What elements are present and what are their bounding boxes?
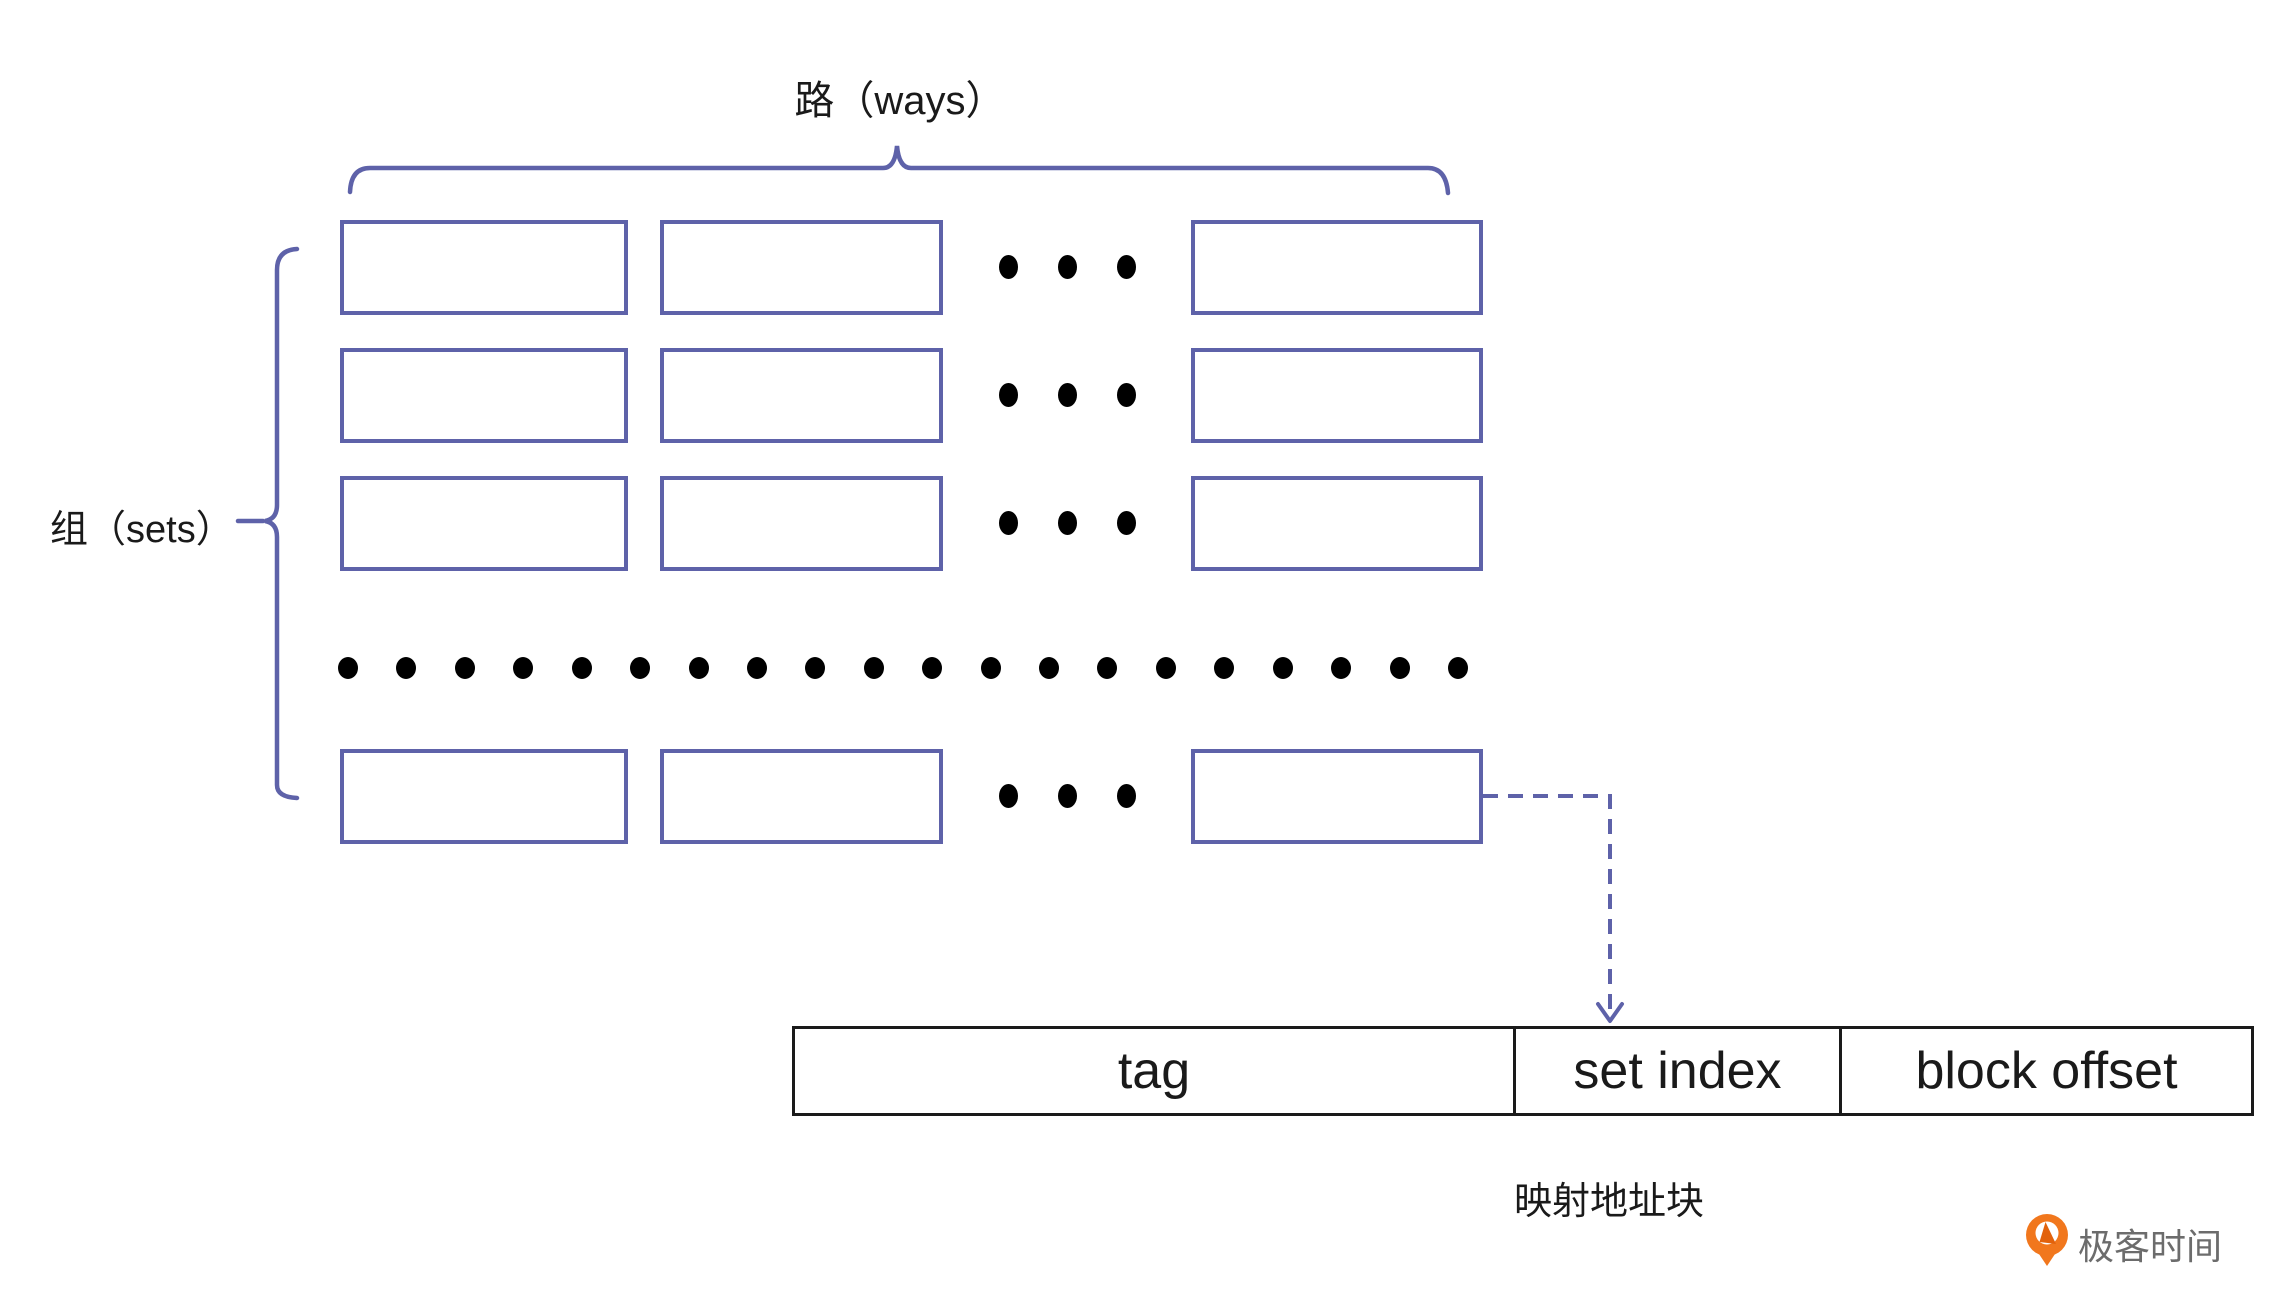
sets-ellipsis-dot: [1039, 657, 1059, 679]
row-ellipsis-dot: [999, 784, 1018, 808]
sets-ellipsis-dot: [572, 657, 592, 679]
sets-ellipsis-dot: [455, 657, 475, 679]
cache-block-r1c2: [660, 220, 943, 315]
sets-ellipsis-dot: [630, 657, 650, 679]
row-ellipsis-dot: [1117, 784, 1136, 808]
ways-brace: [347, 145, 1451, 196]
sets-ellipsis-dot: [1448, 657, 1468, 679]
sets-ellipsis-dot: [981, 657, 1001, 679]
sets-ellipsis-dot: [1331, 657, 1351, 679]
cache-block-r4c2: [660, 749, 943, 844]
cache-block-r1c3: [1191, 220, 1483, 315]
sets-ellipsis-dot: [922, 657, 942, 679]
cache-block-r4c1: [340, 749, 628, 844]
cache-block-r2c1: [340, 348, 628, 443]
row-ellipsis-dot: [1058, 511, 1077, 535]
row-ellipsis-dot: [1058, 383, 1077, 407]
cache-block-r3c3: [1191, 476, 1483, 571]
cache-block-r2c3: [1191, 348, 1483, 443]
cache-block-r1c1: [340, 220, 628, 315]
sets-ellipsis-dot: [1273, 657, 1293, 679]
sets-ellipsis-dot: [1156, 657, 1176, 679]
sets-ellipsis-dot: [1390, 657, 1410, 679]
address-field-tag: tag: [1117, 1042, 1191, 1100]
sets-ellipsis-dot: [513, 657, 533, 679]
sets-ellipsis-dot: [396, 657, 416, 679]
row-ellipsis-dot: [1058, 784, 1077, 808]
mapping-arrow: [1483, 794, 1624, 1023]
sets-ellipsis-dot: [747, 657, 767, 679]
cache-block-r4c3: [1191, 749, 1483, 844]
row-ellipsis-dot: [1117, 255, 1136, 279]
address-table: tag set index block offset: [792, 1026, 2254, 1116]
sets-ellipsis-dot: [1097, 657, 1117, 679]
cache-block-r3c2: [660, 476, 943, 571]
row-ellipsis-dot: [999, 511, 1018, 535]
row-ellipsis-dot: [1117, 511, 1136, 535]
row-ellipsis-dot: [999, 255, 1018, 279]
sets-ellipsis-dot: [338, 657, 358, 679]
mapping-address-label: 映射地址块: [1514, 1181, 1705, 1223]
cache-block-r3c1: [340, 476, 628, 571]
sets-label: 组（sets）: [50, 509, 234, 551]
address-field-block-offset: block offset: [1839, 1029, 2251, 1113]
sets-ellipsis-dot: [1214, 657, 1234, 679]
geektime-logo-text: 极客时间: [2078, 1226, 2223, 1267]
sets-ellipsis-dot: [864, 657, 884, 679]
sets-ellipsis-dot: [805, 657, 825, 679]
sets-ellipsis-dot: [689, 657, 709, 679]
row-ellipsis-dot: [999, 383, 1018, 407]
ways-label: 路（ways）: [794, 79, 1006, 123]
address-field-set-index: set index: [1513, 1029, 1839, 1113]
row-ellipsis-dot: [1117, 383, 1136, 407]
cache-block-r2c2: [660, 348, 943, 443]
row-ellipsis-dot: [1058, 255, 1077, 279]
geektime-icon: [2026, 1214, 2068, 1266]
sets-brace: [235, 246, 300, 801]
